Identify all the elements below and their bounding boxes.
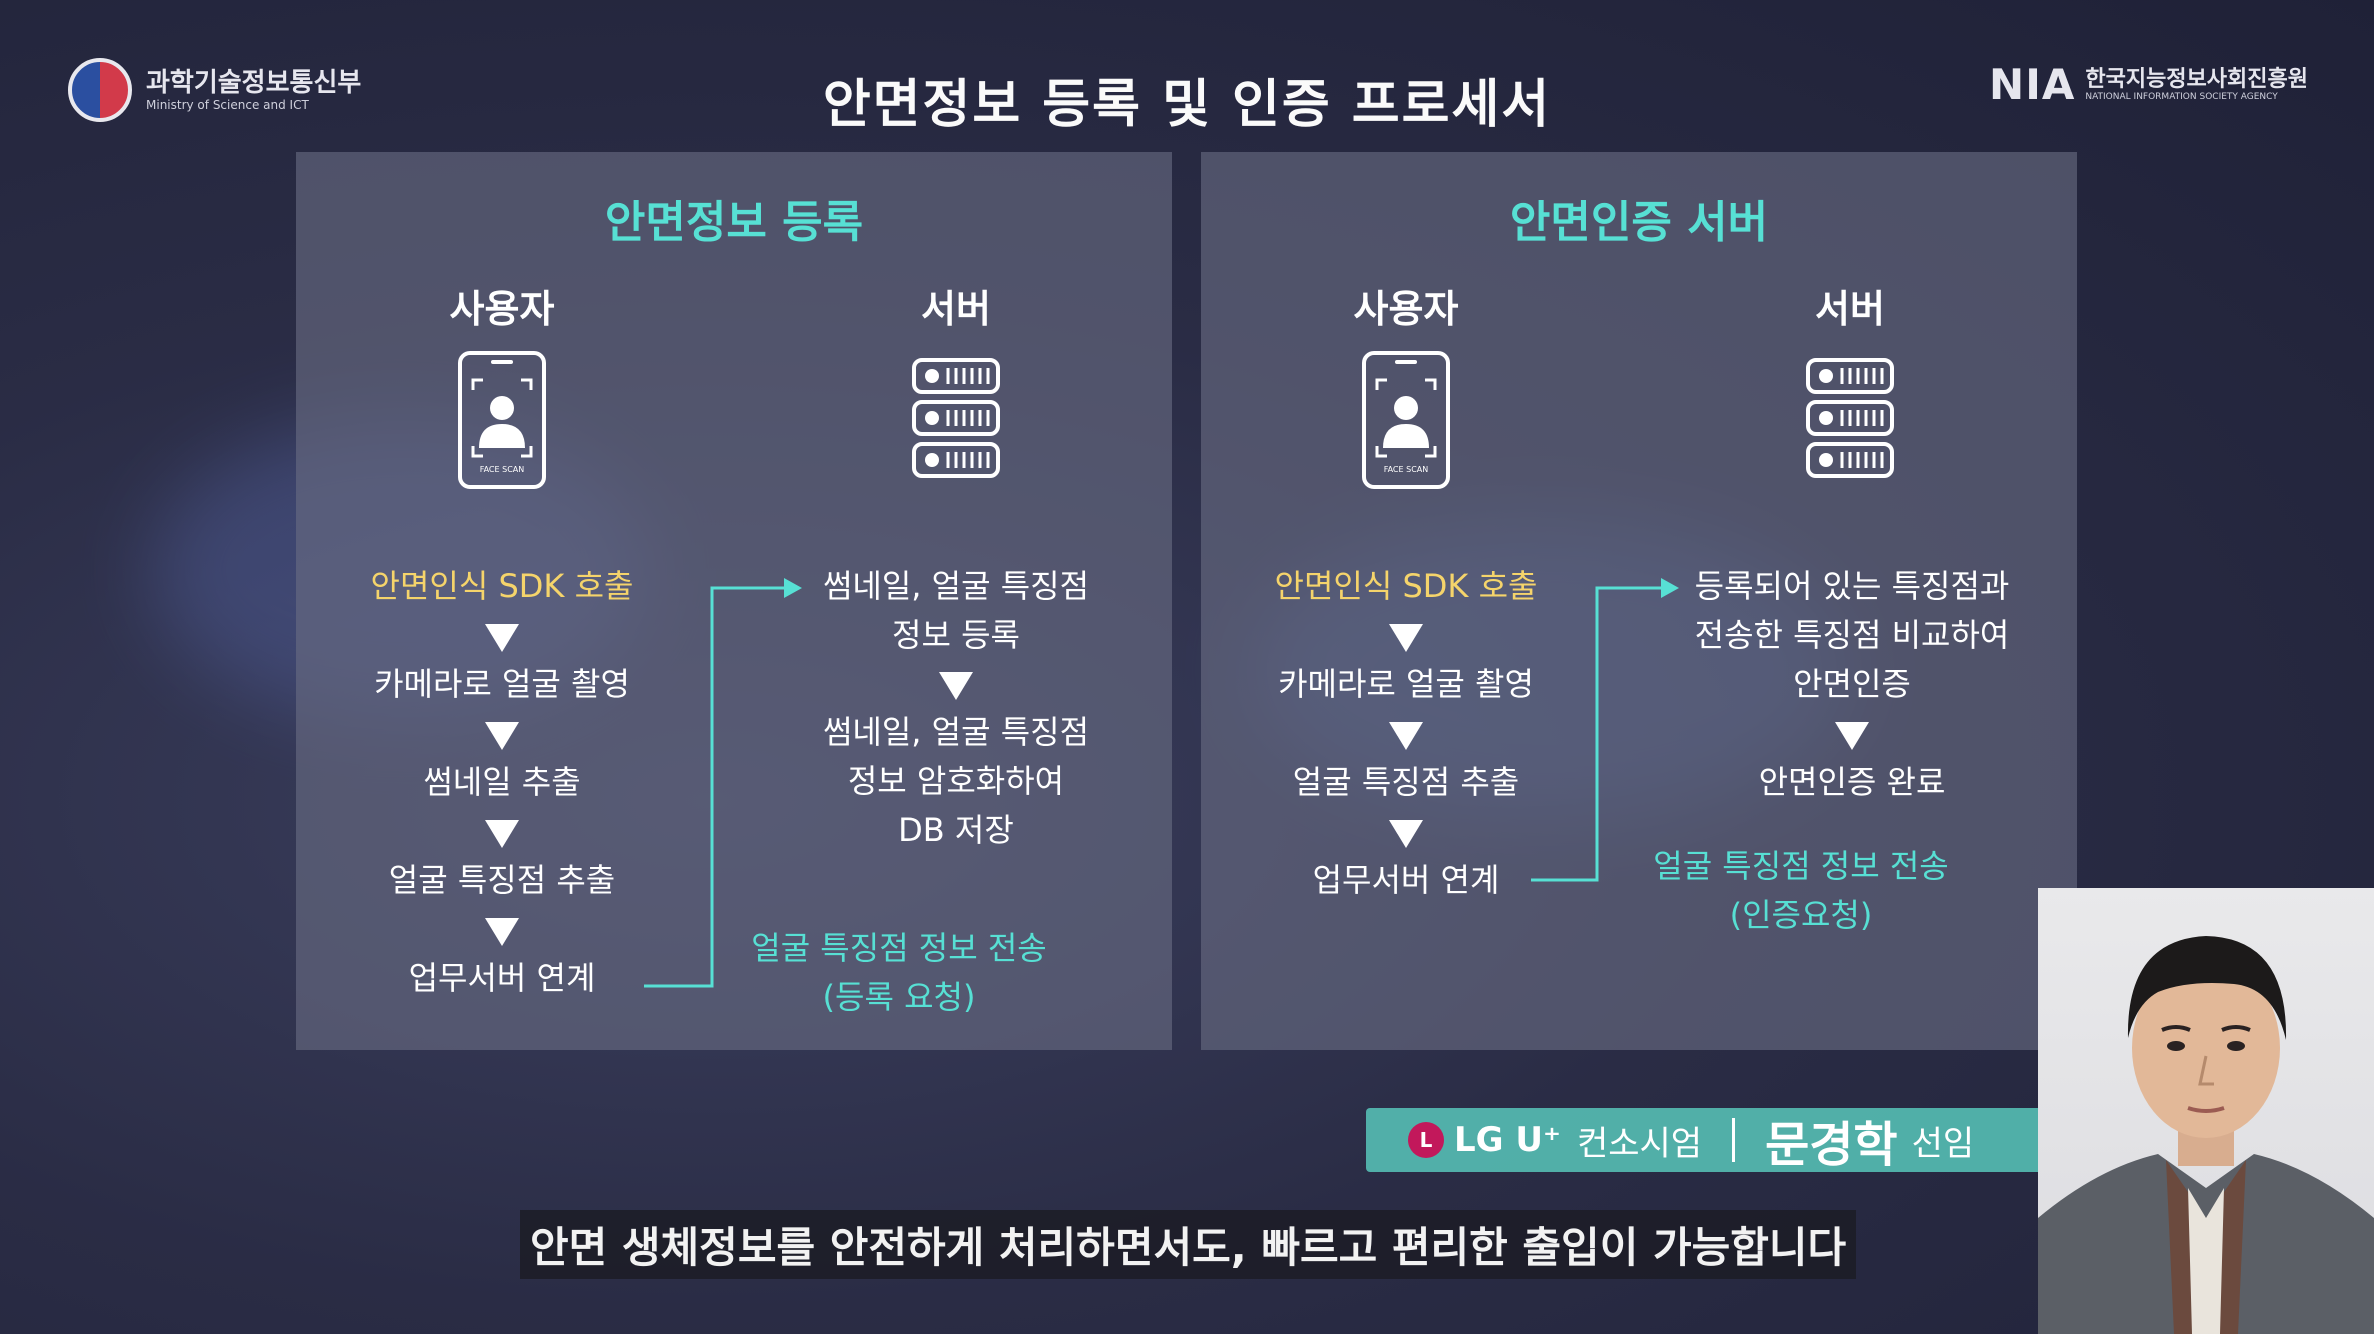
auth-server-head: 서버: [1815, 287, 1885, 331]
auth-flow-connector: [1531, 578, 1679, 882]
ministry-name: 과학기술정보통신부: [146, 68, 362, 98]
svg-text:FACE SCAN: FACE SCAN: [480, 465, 525, 474]
auth-server-step: 등록되어 있는 특징점과 전송한 특징점 비교하여 안면인증: [1694, 567, 2010, 703]
register-user-step: 카메라로 얼굴 촬영: [374, 665, 630, 703]
register-panel: 안면정보 등록 사용자 서버 FACE SCAN: [296, 152, 1172, 1050]
auth-user-head: 사용자: [1353, 287, 1459, 331]
subtitle-caption: 안면 생체정보를 안전하게 처리하면서도, 빠르고 편리한 출입이 가능합니다: [520, 1210, 1857, 1279]
presenter-video: [2038, 888, 2374, 1334]
auth-panel: 안면인증 서버 사용자 서버 FACE SCAN: [1201, 152, 2077, 1050]
presenter-role: 선임: [1911, 1123, 1975, 1164]
ministry-en-name: Ministry of Science and ICT: [146, 98, 309, 112]
ministry-logo: 과학기술정보통신부 Ministry of Science and ICT: [68, 58, 361, 122]
auth-panel-title: 안면인증 서버: [1509, 197, 1769, 248]
auth-user-step: 안면인식 SDK 호출: [1274, 567, 1538, 605]
lg-uplus-logo: LG U⁺: [1454, 1120, 1561, 1160]
nia-mark: NIA: [1989, 60, 2076, 109]
register-server-head: 서버: [921, 287, 991, 331]
register-user-step: 얼굴 특징점 추출: [388, 861, 616, 899]
auth-transfer-label: 얼굴 특징점 정보 전송 (인증요청): [1653, 847, 1949, 934]
down-arrow-icon: [485, 722, 519, 750]
presenter-portrait: [2038, 936, 2374, 1334]
down-arrow-icon: [485, 820, 519, 848]
server-rack-icon: [1804, 356, 1896, 486]
server-rack-icon: [910, 356, 1002, 486]
face-scan-phone-icon: FACE SCAN: [457, 350, 547, 494]
badge-divider: [1732, 1118, 1736, 1162]
register-server-step: 썸네일, 얼굴 특징점 정보 암호화하여 DB 저장: [822, 713, 1090, 849]
register-transfer-label: 얼굴 특징점 정보 전송 (등록 요청): [751, 929, 1047, 1016]
down-arrow-icon: [1835, 722, 1869, 750]
organization-label: 컨소시엄: [1576, 1123, 1703, 1164]
presenter-badge: L LG U⁺ 컨소시엄 문경학 선임: [1366, 1108, 2052, 1173]
register-user-step: 안면인식 SDK 호출: [370, 567, 634, 605]
register-user-step: 썸네일 추출: [423, 763, 581, 801]
register-user-step: 업무서버 연계: [408, 959, 596, 997]
down-arrow-icon: [1389, 722, 1423, 750]
down-arrow-icon: [485, 918, 519, 946]
register-server-step: 썸네일, 얼굴 특징점 정보 등록: [822, 567, 1090, 654]
down-arrow-icon: [485, 624, 519, 652]
presenter-name: 문경학: [1765, 1117, 1898, 1173]
down-arrow-icon: [1389, 820, 1423, 848]
auth-user-step: 얼굴 특징점 추출: [1292, 763, 1520, 801]
auth-server-step: 안면인증 완료: [1758, 763, 1946, 801]
nia-name: 한국지능정보사회진흥원: [2085, 66, 2308, 92]
auth-user-step: 카메라로 얼굴 촬영: [1278, 665, 1534, 703]
auth-user-step: 업무서버 연계: [1312, 861, 1500, 899]
nia-logo: NIA 한국지능정보사회진흥원 NATIONAL INFORMATION SOC…: [1989, 60, 2308, 109]
down-arrow-icon: [1389, 624, 1423, 652]
taegeuk-emblem-icon: [68, 58, 132, 122]
down-arrow-icon: [939, 672, 973, 700]
register-panel-title: 안면정보 등록: [604, 197, 864, 248]
lg-logo-icon: L: [1408, 1122, 1444, 1158]
page-title: 안면정보 등록 및 인증 프로세서: [822, 75, 1552, 135]
register-user-head: 사용자: [449, 287, 555, 331]
face-scan-phone-icon: FACE SCAN: [1361, 350, 1451, 494]
register-flow-connector: [644, 578, 802, 988]
svg-text:FACE SCAN: FACE SCAN: [1384, 465, 1429, 474]
nia-en-name: NATIONAL INFORMATION SOCIETY AGENCY: [2085, 91, 2278, 102]
